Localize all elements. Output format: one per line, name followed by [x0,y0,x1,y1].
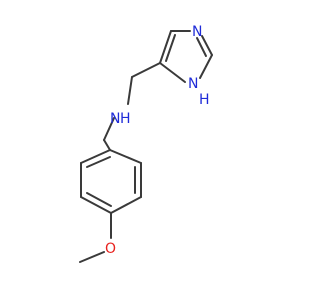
bond-c-nh-imidazole [199,54,213,79]
nitrogen-atom-label: N [192,24,202,40]
bond-ch2-benzene [103,139,111,151]
bond-n-ch2 [103,117,115,141]
bond-benz-6 [80,149,111,164]
bond-n-c-imidazole-inner [196,37,207,57]
bond-ch2-n [127,76,133,105]
oxygen-atom-label: O [105,241,116,257]
bond-ring-ch2 [131,62,161,78]
bond-c-c-imidazole-inner [165,34,176,62]
bond-c-c-imidazole [159,30,172,64]
bond-n-c-imidazole [201,35,213,56]
bond-nh-c-imidazole [159,62,186,83]
atom-labels: N N H N H O [105,24,210,257]
nitrogen-atom-label: N [110,111,120,127]
hydrogen-atom-label: H [199,92,210,108]
bond-o-ch3 [79,251,105,263]
bond-benz-3 [110,196,142,214]
bond-benz-4 [80,196,112,214]
molecule-structure: N N H N H O [79,24,213,263]
bond-lines [79,30,213,263]
bond-benz-1 [109,149,142,164]
nitrogen-atom-label: N [188,76,198,92]
bond-benz-6-inner [86,156,111,168]
structure-canvas: N N H N H O [79,24,213,263]
bond-benz-4-inner [86,192,112,207]
hydrogen-atom-label: H [120,111,131,127]
